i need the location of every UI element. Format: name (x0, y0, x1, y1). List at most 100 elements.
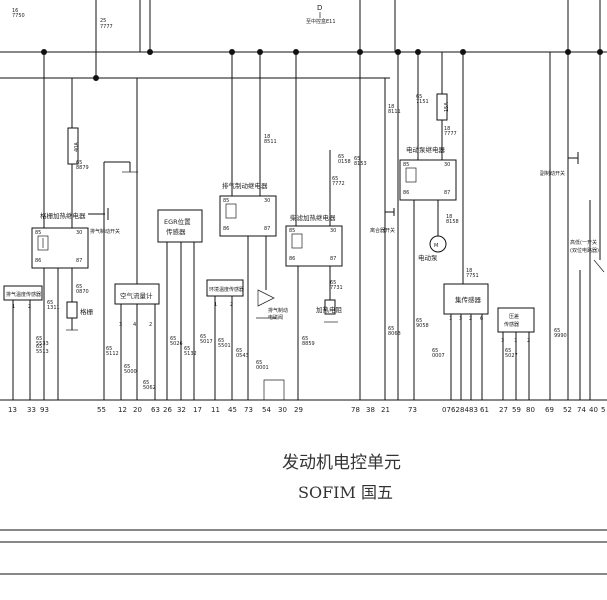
wire-code-label: 65 (200, 334, 206, 340)
pressure-sensor: 压差 传感器 3 1 2 (497, 307, 535, 400)
wire-code-label: 16 (12, 8, 18, 14)
wire-code-label: 65 (416, 94, 422, 100)
fuse-15a-label: 15A (444, 102, 450, 112)
svg-text:87: 87 (330, 256, 336, 262)
ecu-pin-label: 13 (8, 406, 17, 414)
wire-code-label: 5027 (505, 353, 518, 359)
air-flow-label: 空气流量计 (120, 291, 153, 300)
ecu-pin-label: 69 (545, 406, 554, 414)
wire-code-label: 65 (330, 280, 336, 286)
ecu-pin-label: 27 (499, 406, 508, 414)
ecu-pin-label: 17 (193, 406, 202, 414)
wire-code-label: 0870 (76, 289, 89, 295)
ecu-pin-label: 73 (244, 406, 253, 414)
glow-switch-label: 排气制动开关 (90, 228, 120, 235)
svg-text:传感器: 传感器 (166, 227, 186, 236)
svg-text:25: 25 (100, 18, 106, 24)
right-partial-label-2: (双位电路器) (570, 247, 599, 254)
wire-code-label: 18 (264, 134, 270, 140)
air-flow-meter: 空气流量计 3 4 2 (103, 78, 160, 400)
wire-code-label: 9990 (554, 333, 567, 339)
pump-relay: 15A 电动泵继电器 85 30 86 87 M 电动泵 (399, 52, 457, 400)
filter-heat-relay: 柴滤加热继电器 85 30 86 87 加热电阻 (285, 52, 343, 400)
ecu-pin-label: 74 (577, 406, 586, 414)
wire-code-label: 65 (338, 154, 344, 160)
egr-sensor: EGR位置 传感器 (157, 209, 203, 400)
wire-code-label: 65 (76, 160, 82, 166)
ecu-pin-label: 52 (563, 406, 572, 414)
ecu-pin-label: 54 (262, 406, 271, 414)
wire-code-label: 18 (388, 104, 394, 110)
pump-relay-label: 电动泵继电器 (406, 145, 446, 154)
glow-plug (66, 301, 78, 319)
ecu-pin-label: 83 (469, 406, 478, 414)
ambient-label: 环境温度传感器 (209, 286, 244, 293)
ecu-pin-label: 73 (408, 406, 417, 414)
wire-code-label: 8068 (388, 331, 401, 337)
wire-code-label: 18 (446, 214, 452, 220)
exhaust-brake-relay: 排气制动继电器 85 30 86 87 排气制动 电磁阀 (219, 52, 288, 400)
wire-code-label: 8111 (388, 109, 401, 115)
boost-sensor: 集传感器 1 3 2 6 (443, 52, 489, 400)
wire-code-label: 65 (218, 338, 224, 344)
svg-text:30: 30 (444, 162, 450, 168)
fuse-40a-label: 40A (74, 142, 80, 152)
ambient-sensor: 环境温度传感器 1 2 (206, 279, 244, 400)
svg-text:85: 85 (403, 162, 409, 168)
wire-code-label: 65 (256, 360, 262, 366)
wire-code-label: 0543 (236, 353, 249, 359)
svg-text:4: 4 (133, 322, 136, 328)
wire-labels: 6555336513116551126550006550626550266551… (12, 8, 567, 391)
wire-code-label: 65 (170, 336, 176, 342)
wire-code-label: 65 (302, 336, 308, 342)
fuse-40a (67, 127, 79, 165)
right-partial-label-1: 高低(一开关 (570, 239, 597, 246)
wire-code-label: 7777 (444, 131, 457, 137)
ecu-pin-label: 63 (151, 406, 160, 414)
exhaust-valve-label: 排气制动 (268, 307, 288, 314)
wire-code-label: 5533 (36, 341, 49, 347)
ecu-pin-label: 12 (118, 406, 127, 414)
svg-text:86: 86 (35, 258, 41, 264)
wire-code-label: 0158 (338, 159, 351, 165)
ecu-subtitle: SOFIM 国五 (298, 483, 393, 502)
wire-code-label: 65 (106, 346, 112, 352)
wire-code-label: 5112 (106, 351, 119, 357)
ecu-pin-label: 07 (442, 406, 451, 414)
wire-code-label: 0007 (432, 353, 445, 359)
ecu-pin-label: 21 (381, 406, 390, 414)
brake-switch-label: 副制动开关 (540, 170, 565, 177)
ecu-pin-label: 32 (177, 406, 186, 414)
ecu-pin-label: 59 (512, 406, 521, 414)
glow-plug-label: 格栅 (80, 307, 94, 316)
wire-code-label: 65 (388, 326, 394, 332)
wire-code-label: 65 (36, 344, 42, 350)
svg-text:85: 85 (223, 198, 229, 204)
wire-code-label: 65 (143, 380, 149, 386)
wire-code-label: 5132 (184, 351, 197, 357)
ecu-pin-label: 38 (366, 406, 375, 414)
wire-code-label: 8153 (354, 161, 367, 167)
ecu-pin-label: 93 (40, 406, 49, 414)
pump-label: 电动泵 (418, 253, 438, 262)
wire-code-label: 65 (332, 176, 338, 182)
wire-code-label: 8158 (446, 219, 459, 225)
wire-code-label: 5501 (218, 343, 231, 349)
ecu-pin-label: 78 (351, 406, 360, 414)
svg-text:87: 87 (264, 226, 270, 232)
svg-text:85: 85 (35, 230, 41, 236)
svg-text:87: 87 (76, 258, 82, 264)
wire-code-label: 65 (236, 348, 242, 354)
clutch-switch: 离合器开关 (359, 52, 399, 400)
wire-code-label: 65 (416, 318, 422, 324)
wire-code-label: 5000 (124, 369, 137, 375)
wire-code-label: 18 (466, 268, 472, 274)
svg-text:30: 30 (264, 198, 270, 204)
svg-text:1: 1 (12, 304, 15, 310)
connector-letter: D (317, 4, 322, 12)
ecu-pin-label: 29 (294, 406, 303, 414)
wire-code-label: 65 (432, 348, 438, 354)
wire-code-label: 7750 (12, 13, 25, 19)
